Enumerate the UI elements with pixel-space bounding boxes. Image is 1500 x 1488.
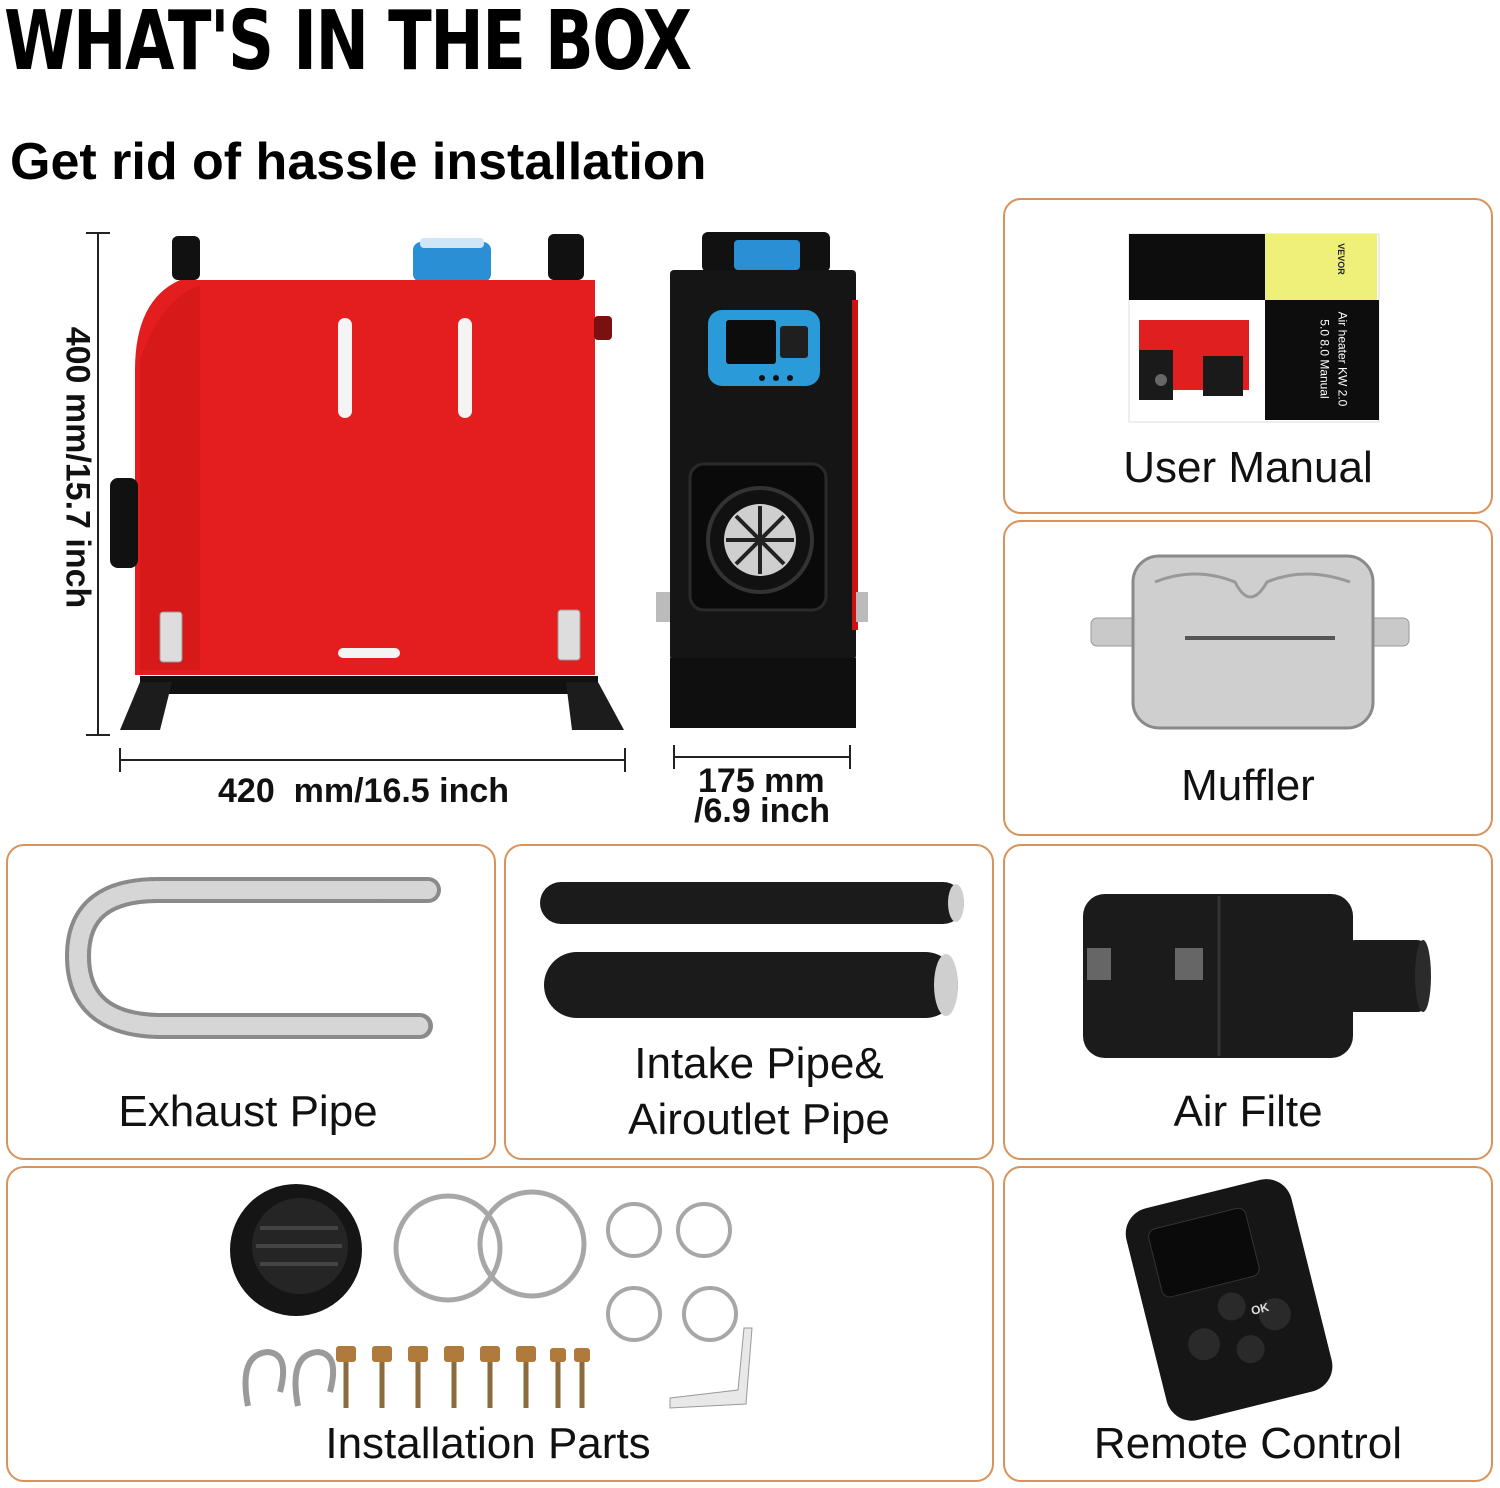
manual-brand-text: VEVOR [1335,243,1346,275]
muffler-label: Muffler [1181,761,1315,810]
item-card-air-filter: Air Filte [1003,844,1493,1160]
depth-dimension-label-line2: /6.9 inch [694,792,831,830]
depth-dimension-label-line1: 175 mm [698,762,825,800]
manual-title-line2: 5.0 8.0 Manual [1317,319,1332,399]
height-dimension-label: 400 mm/15.7 inch [58,326,97,609]
intake-pipe-label-line2: Airoutlet Pipe [628,1095,890,1144]
page-subtitle: Get rid of hassle installation [10,133,707,191]
remote-control-image [1125,1179,1333,1421]
user-manual-image [1128,233,1380,423]
exhaust-pipe-image [64,877,441,1039]
item-card-installation-parts: Installation Parts [6,1166,994,1482]
item-card-exhaust-pipe: Exhaust Pipe [6,844,496,1160]
width-dimension-label: 420 mm/16.5 inch [218,772,510,810]
item-card-muffler: Muffler [1003,520,1493,836]
intake-pipe-image [540,882,964,1018]
page-title: WHAT'S IN THE BOX [4,0,692,89]
muffler-image [1090,554,1410,730]
exhaust-pipe-label: Exhaust Pipe [118,1087,378,1136]
manual-title-line1: Air heater KW 2.0 [1335,311,1350,407]
air-filter-label: Air Filte [1173,1087,1323,1136]
item-card-user-manual: VEVOR Air heater KW 2.0 5.0 8.0 Manual U… [1003,198,1493,514]
installation-parts-label: Installation Parts [325,1419,651,1468]
installation-parts-image [230,1184,753,1409]
user-manual-label: User Manual [1123,443,1373,492]
remote-control-label: Remote Control [1093,1419,1403,1468]
air-filter-image [1083,894,1431,1058]
item-card-remote-control: OK Remote Control [1003,1166,1493,1482]
item-card-intake-airoutlet-pipe: Intake Pipe& Airoutlet Pipe [504,844,994,1160]
intake-pipe-label-line1: Intake Pipe& [634,1039,884,1088]
